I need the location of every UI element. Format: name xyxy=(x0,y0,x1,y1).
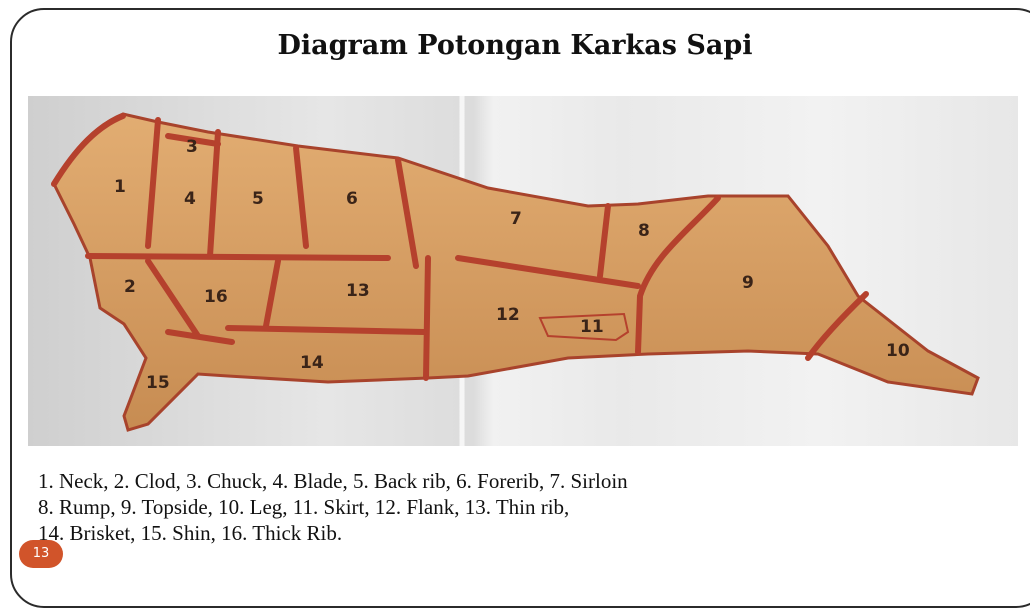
cut-label: 7 xyxy=(510,209,522,229)
cut-label: 12 xyxy=(496,305,520,325)
cut-label: 4 xyxy=(184,189,196,209)
cut-label: 1 xyxy=(114,177,126,197)
cut-label: 2 xyxy=(124,277,136,297)
cut-label: 6 xyxy=(346,189,358,209)
cut-label: 14 xyxy=(300,353,324,373)
carcass-diagram: 1 2 3 4 5 6 7 8 9 10 11 12 13 14 15 16 xyxy=(28,96,1018,446)
forequarter-shape xyxy=(54,114,978,430)
cut-label: 3 xyxy=(186,137,198,157)
cut-label: 16 xyxy=(204,287,228,307)
cut-label: 5 xyxy=(252,189,264,209)
carcass-svg: 1 2 3 4 5 6 7 8 9 10 11 12 13 14 15 16 xyxy=(28,96,1018,446)
page-number-badge: 13 xyxy=(19,540,63,568)
cut-legend: 1. Neck, 2. Clod, 3. Chuck, 4. Blade, 5.… xyxy=(38,468,998,546)
cut-label: 9 xyxy=(742,273,754,293)
cut-label: 11 xyxy=(580,317,604,337)
cut-label: 10 xyxy=(886,341,910,361)
legend-line: 8. Rump, 9. Topside, 10. Leg, 11. Skirt,… xyxy=(38,494,998,520)
legend-line: 1. Neck, 2. Clod, 3. Chuck, 4. Blade, 5.… xyxy=(38,468,998,494)
cut-label: 8 xyxy=(638,221,650,241)
cut-label: 15 xyxy=(146,373,170,393)
cut-label: 13 xyxy=(346,281,370,301)
slide-title: Diagram Potongan Karkas Sapi xyxy=(0,30,1030,61)
legend-line: 14. Brisket, 15. Shin, 16. Thick Rib. xyxy=(38,520,998,546)
